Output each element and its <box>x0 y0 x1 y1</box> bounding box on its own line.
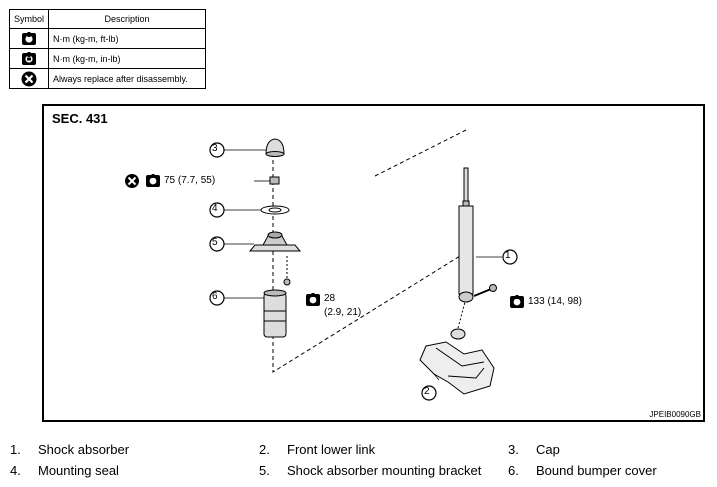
cap-part <box>265 138 285 155</box>
part-name: Cap <box>536 442 560 457</box>
image-code: JPEIB0090GB <box>649 410 701 419</box>
part-name: Shock absorber <box>38 442 130 457</box>
part-number: 5. <box>259 463 270 478</box>
list-item: 3. Cap <box>508 442 560 457</box>
callout-5 <box>209 236 225 252</box>
legend-description: N·m (kg-m, in-lb) <box>48 48 206 69</box>
bound-bumper-cover-part <box>263 292 287 338</box>
legend-description: N·m (kg-m, ft-lb) <box>48 28 206 49</box>
legend-description: Always replace after disassembly. <box>48 68 206 89</box>
diagram-frame: SEC. 431 <box>42 104 705 422</box>
legend-row: N·m (kg-m, in-lb) <box>9 48 206 69</box>
torque-nut-cap: 75 (7.7, 55) <box>164 175 216 186</box>
part-name: Bound bumper cover <box>536 463 657 478</box>
callout-number: 3 <box>212 143 218 154</box>
callout-6 <box>209 290 225 306</box>
list-item: 2. Front lower link <box>259 442 375 457</box>
replace-x-icon <box>21 71 37 86</box>
nut-part <box>269 176 280 185</box>
part-number: 2. <box>259 442 270 457</box>
part-number: 6. <box>508 463 519 478</box>
callout-number: 4 <box>212 203 218 214</box>
parts-list: 1. Shock absorber 2. Front lower link 3. Ca… <box>0 436 717 486</box>
part-number: 4. <box>10 463 21 478</box>
callout-number: 6 <box>212 291 218 302</box>
part-name: Mounting seal <box>38 463 119 478</box>
shock-rod <box>463 167 469 205</box>
torque-wrench-icon <box>146 174 160 187</box>
torque-wrench-icon <box>510 295 524 308</box>
list-item: 5. Shock absorber mounting bracket <box>259 463 481 478</box>
legend-header-row: Symbol Description <box>9 9 206 29</box>
part-name: Shock absorber mounting bracket <box>287 463 482 478</box>
callout-3 <box>209 142 225 158</box>
callout-1 <box>502 249 518 265</box>
torque-wrench-icon <box>306 293 320 306</box>
legend-row: Always replace after disassembly. <box>9 68 206 89</box>
callout-2 <box>421 385 437 401</box>
symbol-legend-table: Symbol Description N·m (kg-m, ft-lb) N·m… <box>9 9 206 89</box>
shock-absorber-part <box>458 205 474 295</box>
callout-4 <box>209 202 225 218</box>
exploded-view-drawing <box>125 129 524 401</box>
legend-header-symbol: Symbol <box>9 9 49 29</box>
torque-wrench-icon <box>22 31 36 45</box>
torque-wrench-inlb-icon <box>22 51 36 65</box>
list-item: 1. Shock absorber <box>10 442 129 457</box>
part-name: Front lower link <box>287 442 376 457</box>
torque-bracket-line2: (2.9, 21) <box>324 307 362 318</box>
list-item: 4. Mounting seal <box>10 463 119 478</box>
callout-number: 5 <box>212 237 218 248</box>
replace-x-icon <box>125 174 139 188</box>
legend-header-description: Description <box>48 9 206 29</box>
mounting-bracket-part <box>248 244 302 252</box>
callout-number: 2 <box>424 386 430 397</box>
torque-bracket-line1: 28 <box>324 293 336 304</box>
torque-lower-bolt: 133 (14, 98) <box>528 296 582 307</box>
callout-number: 1 <box>505 250 511 261</box>
legend-row: N·m (kg-m, ft-lb) <box>9 28 206 49</box>
front-lower-link-part <box>419 341 495 395</box>
part-number: 1. <box>10 442 21 457</box>
section-label: SEC. 431 <box>52 111 108 126</box>
list-item: 6. Bound bumper cover <box>508 463 657 478</box>
part-number: 3. <box>508 442 519 457</box>
